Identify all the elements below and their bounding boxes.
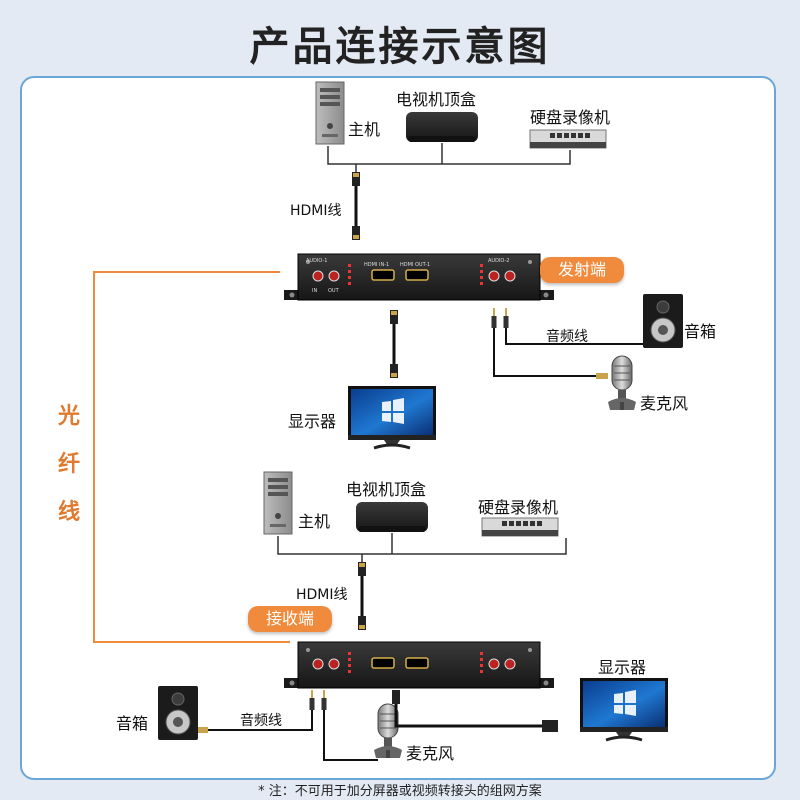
source-label-pc: 主机: [298, 512, 331, 531]
display-label: 显示器: [598, 658, 647, 677]
audio-plug-icon: [491, 308, 497, 328]
page-title: 产品连接示意图: [249, 24, 551, 70]
pc-icon: [263, 471, 293, 535]
dvr-icon: [529, 129, 607, 149]
monitor-icon: [578, 676, 670, 742]
speaker-icon: [157, 685, 199, 741]
speaker-label: 音箱: [684, 322, 717, 341]
mic-label: 麦克风: [406, 744, 455, 763]
source-bracket: [277, 536, 567, 555]
microphone-icon: [607, 355, 637, 411]
source-bracket: [327, 146, 571, 165]
hdmi-cable-label: HDMI线: [290, 203, 342, 219]
microphone-icon: [373, 703, 403, 759]
footnote: * 注：不可用于加分屏器或视频转接头的组网方案: [258, 784, 542, 799]
fiber-line: [93, 271, 290, 643]
speaker-label: 音箱: [116, 714, 149, 733]
port-label-hdmi-out: HDMI OUT-1: [400, 262, 431, 268]
audio-cable-label: 音频线: [546, 329, 588, 345]
fiber-label-2: 纤: [58, 452, 81, 477]
source-label-pc: 主机: [348, 120, 381, 139]
source-label-dvr: 硬盘录像机: [530, 108, 611, 127]
monitor-icon: [346, 384, 438, 450]
receiver-device: [283, 641, 555, 689]
dvr-icon: [481, 517, 559, 537]
source-label-stb: 电视机顶盒: [396, 90, 477, 109]
transmitter-tag: 发射端: [540, 257, 625, 283]
fiber-label-1: 光: [58, 404, 81, 429]
hdmi-cable-label: HDMI线: [296, 587, 348, 603]
audio-plug-icon: [503, 308, 509, 328]
source-label-stb: 电视机顶盒: [346, 480, 427, 499]
port-label-out: OUT: [328, 288, 339, 294]
audio-plug-icon: [309, 690, 315, 710]
port-label-hdmi-in: HDMI IN-1: [364, 262, 390, 268]
port-label-audio2: AUDIO-2: [488, 258, 510, 264]
port-label-in: IN: [312, 288, 318, 294]
set-top-box-icon: [356, 502, 428, 532]
mic-label: 麦克风: [640, 394, 689, 413]
speaker-icon: [642, 293, 684, 349]
hdmi-cable-icon: [390, 310, 398, 378]
set-top-box-icon: [406, 112, 478, 142]
hdmi-cable-icon: [352, 172, 360, 240]
audio-plug-icon: [321, 690, 327, 710]
display-label: 显示器: [288, 412, 337, 431]
pc-icon: [315, 81, 345, 145]
hdmi-cable-icon: [358, 562, 366, 630]
receiver-tag: 接收端: [248, 606, 333, 632]
port-label-audio1: AUDIO-1: [306, 258, 328, 264]
audio-cable-label: 音频线: [240, 713, 282, 729]
fiber-label-3: 线: [58, 500, 81, 525]
source-label-dvr: 硬盘录像机: [478, 498, 559, 517]
